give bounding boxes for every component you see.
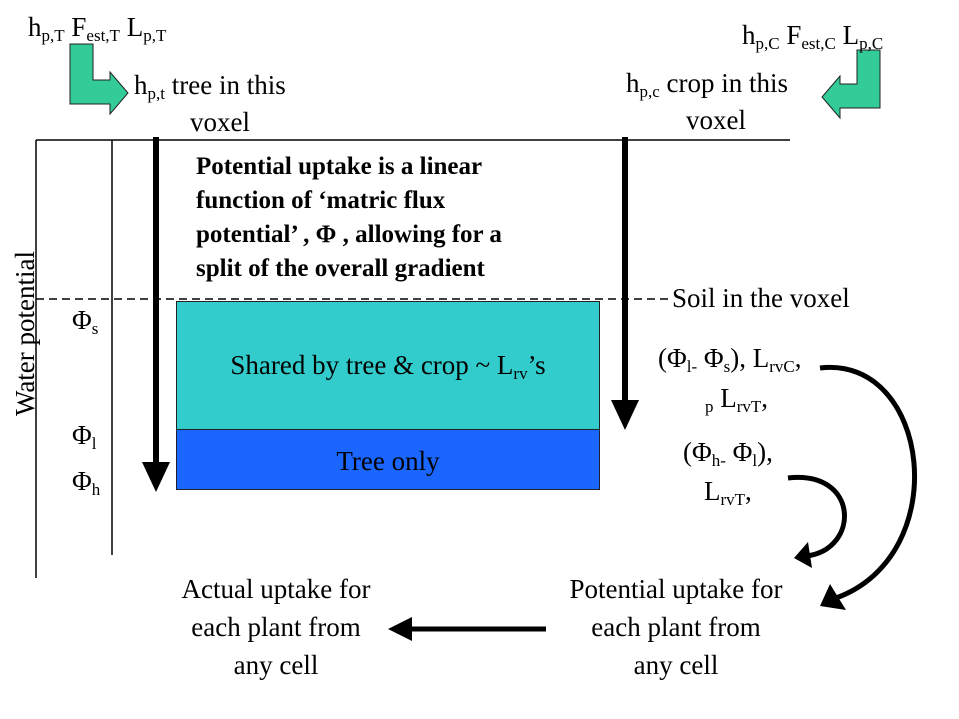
actual-uptake-line1: Actual uptake for (181, 574, 371, 604)
formula1-open: (Φ (658, 343, 687, 373)
crop-header-f: F (786, 20, 802, 50)
tree-voxel-label: hp,t tree in this (134, 70, 286, 103)
crop-header: hp,C Fest,C Lp,C (742, 20, 884, 53)
actual-uptake-line3: any cell (233, 650, 319, 680)
formula1-line1: (Φl- Φs), LrvC, (658, 343, 802, 376)
formula1-a-sub: l- (686, 357, 698, 376)
crop-voxel-label: hp,c crop in this (626, 68, 789, 101)
formula2-line2-end: , (745, 476, 752, 506)
tree-header-f: F (71, 12, 87, 42)
tree-voxel-h: h (134, 70, 148, 100)
formula2-line2-l: L (704, 476, 721, 506)
shared-box: Shared by tree & crop ~ Lrv’s (176, 301, 600, 431)
crop-voxel-h: h (626, 68, 640, 98)
phi-l-label: Φl (72, 420, 97, 453)
tree-header-l: L (126, 12, 144, 42)
formula2-close: ), (757, 437, 773, 467)
formula1-line2: p LrvT, (705, 383, 769, 416)
formula1-comma: , (794, 343, 802, 373)
crop-header-h: h (742, 20, 756, 50)
tree-down-arrow-head (142, 462, 170, 492)
tree-voxel-line1: tree in this (171, 70, 286, 100)
formula1-line2-sub: p (705, 397, 714, 416)
bold-note-line2: function of ‘matric flux (196, 187, 446, 214)
formula2-a-sub: h- (711, 451, 726, 470)
formula1-line2-l-sub: rvT (736, 397, 762, 416)
formula2-b-sub: l (752, 451, 758, 470)
phi-h-sym: Φ (72, 466, 92, 496)
tree-voxel-h-sub: p,t (147, 84, 165, 103)
bold-note-line3: potential’ , Φ , allowing for a (196, 221, 502, 248)
formula1-line2-l: L (713, 383, 737, 413)
crop-header-l: L (842, 20, 860, 50)
tree-voxel-line2: voxel (190, 107, 250, 137)
potential-uptake-line3: any cell (633, 650, 719, 680)
crop-header-h-sub: p,C (755, 34, 780, 53)
phi-l-sym: Φ (72, 420, 92, 450)
y-axis-label: Water potential (10, 250, 40, 416)
phi-h-label: Φh (72, 466, 101, 499)
tree-only-box: Tree only (176, 429, 600, 490)
formula2-line2-l-sub: rvT (720, 490, 746, 509)
tree-only-label: Tree only (336, 446, 440, 476)
bold-note-line4: split of the overall gradient (196, 255, 485, 282)
shared-box-suffix: ’s (527, 350, 546, 380)
shared-box-text: Shared by tree & crop ~ L (230, 350, 514, 380)
crop-header-f-sub: est,C (801, 34, 836, 53)
potential-uptake: Potential uptake for each plant from any… (540, 570, 812, 684)
soil-label: Soil in the voxel (672, 283, 850, 313)
actual-uptake-line2: each plant from (191, 612, 361, 642)
actual-uptake: Actual uptake for each plant from any ce… (150, 570, 402, 684)
formula1-mid: Φ (697, 343, 724, 373)
formula1-b-sub: s (723, 357, 731, 376)
tree-header-l-sub: p,T (143, 26, 167, 45)
tree-header: hp,T Fest,T Lp,T (28, 12, 167, 45)
phi-s-sub: s (91, 319, 99, 338)
formula1-c-sub: rvC (769, 357, 795, 376)
tree-header-h: h (28, 12, 42, 42)
formula2-mid: Φ (725, 437, 753, 467)
phi-h-sub: h (91, 480, 101, 499)
formula2-line2: LrvT, (704, 476, 752, 509)
phi-s-sym: Φ (72, 305, 92, 335)
potential-uptake-line1: Potential uptake for (569, 574, 783, 604)
curve-arrow-outer-head (820, 584, 846, 610)
tree-header-h-sub: p,T (41, 26, 65, 45)
crop-voxel-h-sub: p,c (639, 82, 660, 101)
bold-note: Potential uptake is a linear function of… (196, 150, 502, 286)
green-arrow-tree (69, 43, 129, 116)
curve-arrow-outer (819, 365, 917, 601)
formula2-line1: (Φh- Φl), (683, 437, 773, 470)
crop-down-arrow-head (611, 400, 639, 430)
curve-arrow-inner (787, 475, 847, 559)
crop-voxel-line1: crop in this (666, 68, 789, 98)
shared-box-sub: rv (513, 364, 528, 383)
shared-box-label: Shared by tree & crop ~ Lrv’s (177, 302, 599, 383)
formula1-line2-end: , (761, 383, 769, 413)
phi-l-sub: l (91, 434, 97, 453)
crop-voxel-line2: voxel (686, 105, 746, 135)
formula2-open: (Φ (683, 437, 712, 467)
phi-s-label: Φs (72, 305, 99, 338)
crop-header-l-sub: p,C (859, 34, 884, 53)
potential-uptake-line2: each plant from (591, 612, 761, 642)
green-arrow-crop (821, 49, 881, 120)
curve-arrow-inner-head (794, 542, 812, 568)
left-arrow-head (388, 617, 412, 641)
tree-header-f-sub: est,T (86, 26, 120, 45)
formula1-close: ), L (730, 343, 770, 373)
bold-note-line1: Potential uptake is a linear (196, 153, 483, 180)
